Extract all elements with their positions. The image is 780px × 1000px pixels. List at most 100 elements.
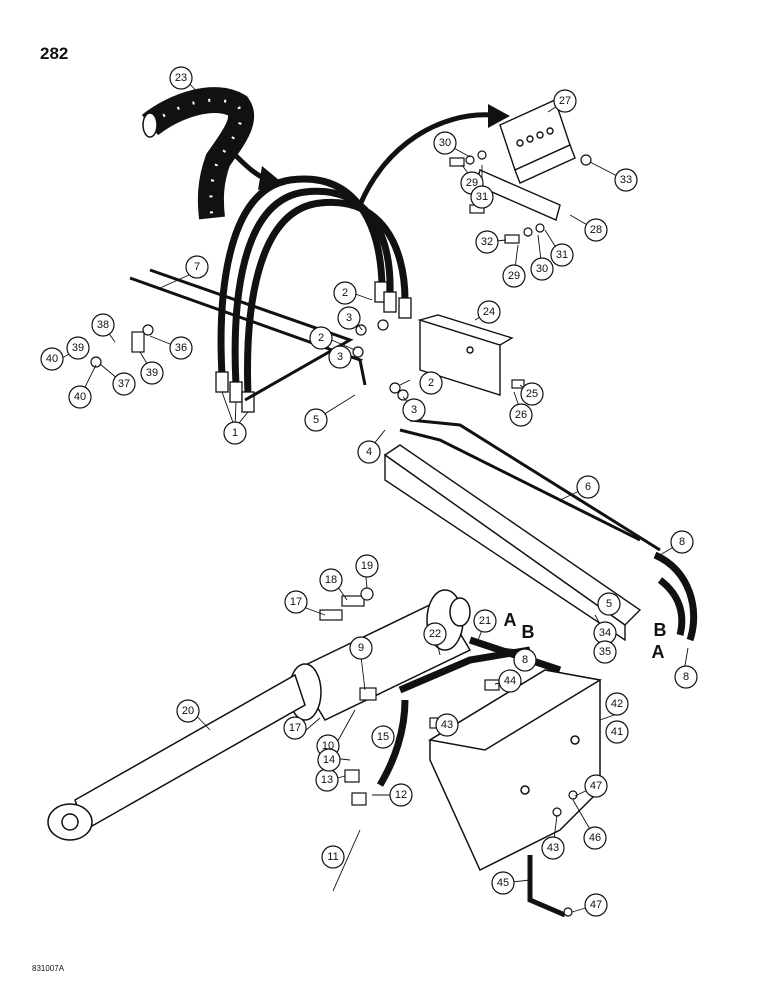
callout-23: 23	[169, 66, 193, 90]
callout-8: 8	[670, 530, 694, 554]
callout-layer: 1222333455678889101112131415171718192021…	[40, 66, 698, 917]
callout-circle	[584, 774, 608, 798]
callout-circle	[470, 185, 494, 209]
callout-circle	[541, 836, 565, 860]
callout-number: 36	[175, 342, 187, 354]
callout-41: 41	[605, 720, 629, 744]
callout-17: 17	[284, 590, 308, 614]
callout-circle	[355, 554, 379, 578]
callout-circle	[605, 692, 629, 716]
callout-number: 1	[232, 427, 238, 439]
callout-2: 2	[419, 371, 443, 395]
callout-45: 45	[491, 871, 515, 895]
callout-17: 17	[283, 716, 307, 740]
callout-circle	[371, 725, 395, 749]
callout-circle	[423, 622, 447, 646]
callout-circle	[349, 636, 373, 660]
callout-22: 22	[423, 622, 447, 646]
callout-5: 5	[597, 592, 621, 616]
callout-number: 47	[590, 899, 602, 911]
port-letter-b-lower: B	[654, 620, 667, 640]
callout-circle	[419, 371, 443, 395]
callout-31: 31	[550, 243, 574, 267]
callout-circle	[433, 131, 457, 155]
callout-3: 3	[402, 398, 426, 422]
callout-21: 21	[473, 609, 497, 633]
callout-number: 25	[526, 388, 538, 400]
hose-end-fittings	[215, 281, 412, 413]
callout-circle	[68, 385, 92, 409]
callout-42: 42	[605, 692, 629, 716]
callout-circle	[169, 336, 193, 360]
callout-36: 36	[169, 336, 193, 360]
callout-number: 47	[590, 780, 602, 792]
callout-number: 30	[439, 137, 451, 149]
callout-5: 5	[304, 408, 328, 432]
callout-circle	[304, 408, 328, 432]
page-number: 282	[40, 44, 69, 63]
callout-circle	[337, 306, 361, 330]
callout-2: 2	[309, 326, 333, 350]
cylinder-guard	[427, 669, 603, 872]
mounting-bracket	[475, 99, 576, 221]
callout-number: 43	[441, 719, 453, 731]
callout-1: 1	[223, 421, 247, 445]
callout-number: 3	[337, 351, 343, 363]
callout-40: 40	[40, 347, 64, 371]
port-letter-a-lower: A	[652, 642, 665, 662]
callout-circle	[309, 326, 333, 350]
callout-number: 4	[366, 446, 372, 458]
callout-number: 30	[536, 263, 548, 275]
callout-circle	[319, 568, 343, 592]
callout-2: 2	[333, 281, 357, 305]
callout-circle	[66, 336, 90, 360]
callout-number: 32	[481, 236, 493, 248]
callout-number: 31	[476, 191, 488, 203]
callout-9: 9	[349, 636, 373, 660]
callout-number: 19	[361, 560, 373, 572]
callout-number: 21	[479, 615, 491, 627]
callout-circle	[614, 168, 638, 192]
callout-number: 45	[497, 877, 509, 889]
callout-13: 13	[315, 768, 339, 792]
callout-number: 38	[97, 319, 109, 331]
callout-circle	[670, 530, 694, 554]
callout-circle	[674, 665, 698, 689]
callout-8: 8	[674, 665, 698, 689]
callout-33: 33	[614, 168, 638, 192]
callout-number: 39	[146, 367, 158, 379]
callout-3: 3	[328, 345, 352, 369]
callout-circle	[328, 345, 352, 369]
callout-3: 3	[337, 306, 361, 330]
callout-circle	[576, 475, 600, 499]
callout-circle	[40, 347, 64, 371]
callout-number: 18	[325, 574, 337, 586]
callout-number: 35	[599, 646, 611, 658]
callout-circle	[389, 783, 413, 807]
callout-number: 14	[323, 754, 335, 766]
callout-number: 44	[504, 675, 516, 687]
callout-number: 22	[429, 628, 441, 640]
callout-circle	[530, 257, 554, 281]
callout-number: 24	[483, 306, 495, 318]
callout-circle	[283, 716, 307, 740]
callout-number: 5	[313, 414, 319, 426]
callout-number: 11	[327, 851, 338, 863]
callout-7: 7	[185, 255, 209, 279]
callout-number: 34	[599, 627, 611, 639]
callout-number: 6	[585, 481, 591, 493]
callout-number: 17	[290, 596, 302, 608]
callout-circle	[502, 264, 526, 288]
callout-circle	[584, 893, 608, 917]
callout-number: 40	[46, 353, 58, 365]
callout-number: 8	[679, 536, 685, 548]
callout-circle	[357, 440, 381, 464]
callout-circle	[513, 648, 537, 672]
callout-circle	[317, 748, 341, 772]
callout-circle	[176, 699, 200, 723]
callout-11: 11	[321, 845, 345, 869]
callout-circle	[605, 720, 629, 744]
callout-number: 5	[606, 598, 612, 610]
callout-circle	[491, 871, 515, 895]
